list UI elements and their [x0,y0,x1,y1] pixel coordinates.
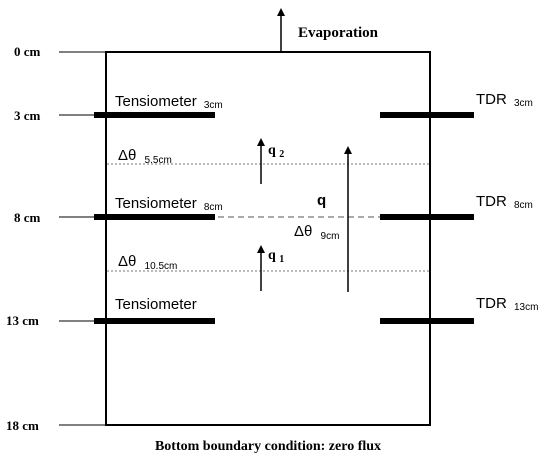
tensiometer-sub-3cm: 3cm [204,100,223,111]
tensiometer-sub-8cm: 8cm [204,202,223,213]
depth-label-13cm: 13 cm [6,313,39,328]
tdr-sub-8cm: 8cm [514,200,533,211]
tensiometer-label-8cm: Tensiometer 8cm [115,195,223,213]
depth-label-3cm: 3 cm [14,108,41,123]
depth-label-8cm: 8 cm [14,210,41,225]
tdr-name-8cm: TDR [476,193,507,210]
delta-theta-label-5-5cm: Δθ 5.5cm [118,147,172,166]
flux-label-q1: q 1 [268,248,284,265]
delta-theta-label-10-5cm: Δθ 10.5cm [118,253,177,272]
depth-label-18cm: 18 cm [6,418,39,433]
flux-sub-q2: 2 [279,149,284,160]
tdr-sub-13cm: 13cm [514,302,538,313]
tdr-sub-3cm: 3cm [514,98,533,109]
flux-symbol-q2: q [268,143,276,158]
bottom-boundary-label: Bottom boundary condition: zero flux [155,439,381,454]
tensiometer-name-3cm: Tensiometer [115,93,197,110]
tdr-name-3cm: TDR [476,91,507,108]
delta-theta-label-9cm: Δθ 9cm [294,223,339,242]
delta-theta-symbol-5-5cm: Δθ [118,147,136,164]
depth-label-0cm: 0 cm [14,44,41,59]
tdr-label-3cm: TDR 3cm [476,91,533,109]
evaporation-label: Evaporation [298,25,379,41]
delta-theta-sub-10-5cm: 10.5cm [145,261,178,272]
tensiometer-label-13cm: Tensiometer [115,296,197,313]
tensiometer-label-3cm: Tensiometer 3cm [115,93,223,111]
delta-theta-symbol-10-5cm: Δθ [118,253,136,270]
flux-label-q2: q 2 [268,143,284,160]
flux-sub-q1: 1 [279,254,284,265]
flux-symbol-q1: q [268,248,276,263]
tensiometer-name-13cm: Tensiometer [115,296,197,313]
delta-theta-sub-5-5cm: 5.5cm [145,155,172,166]
tdr-label-13cm: TDR 13cm [476,295,538,313]
soil-column-box [105,51,431,426]
flux-label-q: q [317,192,326,209]
tdr-name-13cm: TDR [476,295,507,312]
tensiometer-name-8cm: Tensiometer [115,195,197,212]
delta-theta-symbol-9cm: Δθ [294,223,312,240]
delta-theta-sub-9cm: 9cm [321,231,340,242]
tdr-label-8cm: TDR 8cm [476,193,533,211]
